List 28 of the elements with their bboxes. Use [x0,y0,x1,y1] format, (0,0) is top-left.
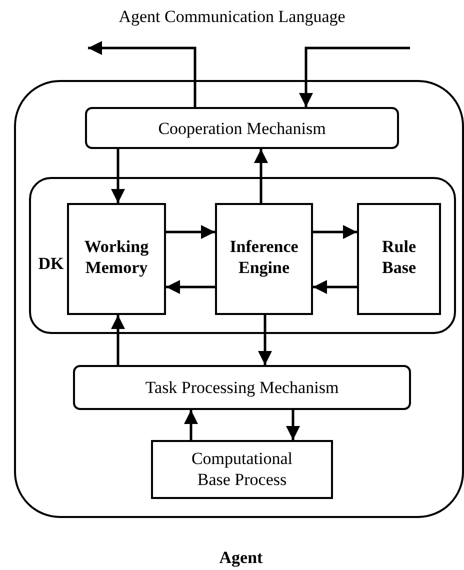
mechanism-box [85,107,399,149]
arrow [166,280,215,294]
process-box [357,203,441,315]
process-box [67,203,166,315]
arrow [166,225,215,239]
node-label: Task Processing Mechanism [144,377,340,398]
arrow [286,410,300,440]
node-label: Working Memory [83,236,150,278]
arrow [299,46,410,107]
node-label: Agent [218,547,264,568]
arrow [313,225,357,239]
process-box [215,203,313,315]
node-label: Computational Base Process [190,448,294,490]
arrow [184,410,198,440]
node-label: Cooperation Mechanism [157,118,327,139]
node-label: Rule Base [381,236,417,278]
node-label: Inference Engine [228,236,300,278]
arrow [258,315,272,365]
arrow [88,41,196,107]
arrow [111,315,125,365]
arrow [111,149,125,203]
heading-label: Agent Communication Language [118,6,346,27]
process-box [151,440,333,499]
arrow [313,280,357,294]
arrow [254,149,268,203]
knowledge-container [29,177,456,334]
mechanism-box [73,365,411,410]
node-label: DK [37,253,65,274]
